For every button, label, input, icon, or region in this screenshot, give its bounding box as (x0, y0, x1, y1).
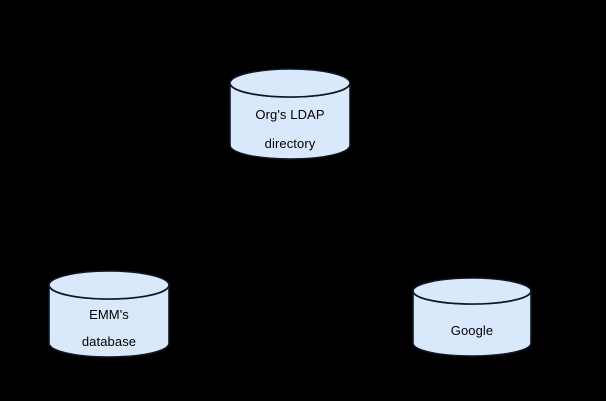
database-cylinder-icon (412, 277, 532, 357)
node-emm-database[interactable]: EMM's database (48, 270, 170, 358)
database-cylinder-icon (48, 270, 170, 358)
database-cylinder-icon (229, 68, 351, 160)
node-org-ldap-directory[interactable]: Org's LDAP directory (229, 68, 351, 160)
node-google[interactable]: Google (412, 277, 532, 357)
